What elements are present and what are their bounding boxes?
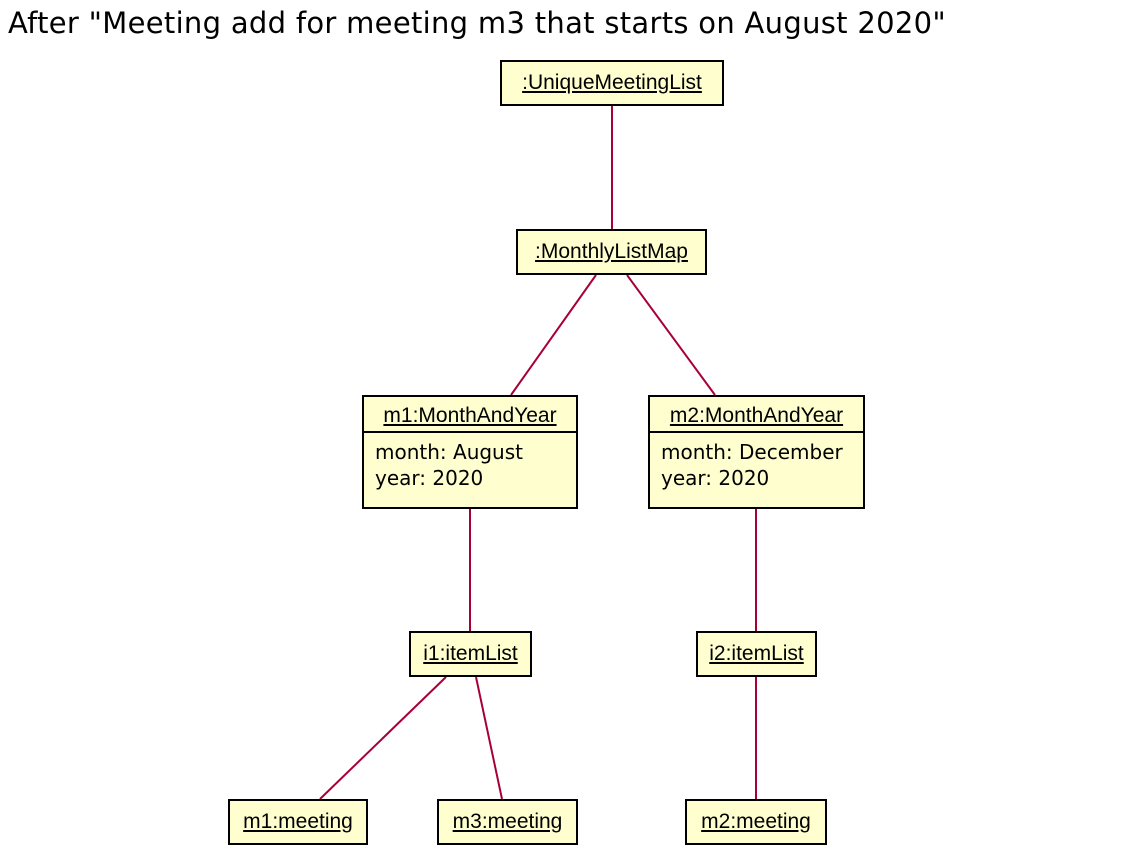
attribute-month: month: August — [375, 440, 523, 464]
link-monthlylistmap-m2monthandyear — [626, 274, 716, 396]
link-i1itemlist-m3meeting — [475, 676, 503, 800]
object-name: i2:itemList — [709, 642, 804, 665]
object-name: :UniqueMeetingList — [522, 71, 702, 94]
object-attributes: month: August year: 2020 — [364, 433, 576, 491]
object-name: m1:MonthAndYear — [364, 397, 576, 433]
object-name: m2:meeting — [701, 810, 811, 833]
object-monthly-list-map[interactable]: :MonthlyListMap — [516, 229, 707, 275]
object-m3-meeting[interactable]: m3:meeting — [437, 799, 578, 845]
object-m1-month-and-year[interactable]: m1:MonthAndYear month: August year: 2020 — [362, 395, 578, 509]
object-name: :MonthlyListMap — [535, 240, 688, 263]
object-i2-item-list[interactable]: i2:itemList — [696, 631, 817, 677]
link-monthlylistmap-m1monthandyear — [510, 274, 597, 396]
object-m2-meeting[interactable]: m2:meeting — [685, 799, 827, 845]
diagram-title: After "Meeting add for meeting m3 that s… — [8, 6, 946, 40]
object-name: m2:MonthAndYear — [650, 397, 863, 433]
attribute-month: month: December — [661, 440, 843, 464]
object-unique-meeting-list[interactable]: :UniqueMeetingList — [500, 60, 724, 106]
object-name: m1:meeting — [243, 810, 353, 833]
object-attributes: month: December year: 2020 — [650, 433, 863, 491]
object-i1-item-list[interactable]: i1:itemList — [409, 631, 532, 677]
object-m2-month-and-year[interactable]: m2:MonthAndYear month: December year: 20… — [648, 395, 865, 509]
object-name: m3:meeting — [452, 810, 563, 833]
attribute-year: year: 2020 — [375, 466, 484, 490]
object-m1-meeting[interactable]: m1:meeting — [228, 799, 368, 845]
link-i1itemlist-m1meeting — [319, 676, 447, 800]
attribute-year: year: 2020 — [661, 466, 770, 490]
object-name: i1:itemList — [423, 642, 518, 665]
